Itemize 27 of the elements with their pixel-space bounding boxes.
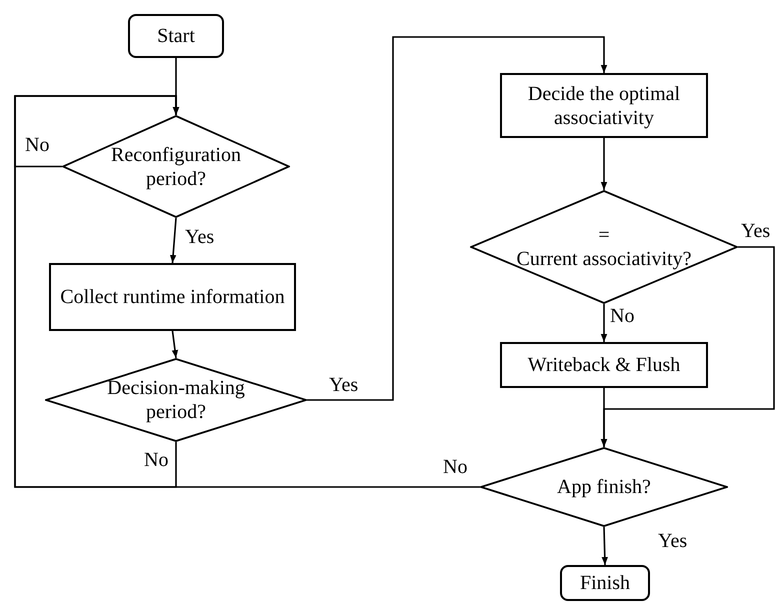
terminal-box	[128, 14, 224, 58]
node-text: App finish?	[557, 475, 651, 499]
arrow	[600, 246, 775, 447]
decision-diamond	[480, 447, 728, 527]
arrow	[170, 218, 177, 264]
decision-diamond	[62, 115, 290, 218]
arrow	[172, 330, 178, 358]
node-text: Reconfiguration period?	[110, 142, 242, 190]
node-text: Start	[156, 24, 196, 48]
arrow	[600, 138, 608, 190]
node-text: Finish	[578, 571, 632, 595]
terminal-box	[560, 565, 650, 601]
node-text: Decide the optimal associativity	[526, 82, 682, 130]
decision-diamond	[45, 358, 307, 442]
node-text: =	[598, 223, 610, 247]
node-text: Collect runtime information	[59, 285, 286, 309]
decision-diamond	[470, 190, 738, 304]
node-text: Writeback & Flush	[526, 353, 682, 377]
process-box	[500, 342, 708, 388]
node-text: Decision-making period?	[106, 376, 246, 424]
node-text: Current associativity?	[516, 247, 692, 271]
process-box	[500, 73, 708, 138]
process-box	[49, 263, 296, 331]
arrow	[600, 304, 608, 342]
arrow	[602, 526, 608, 566]
arrow	[14, 95, 480, 488]
arrow	[307, 36, 608, 401]
